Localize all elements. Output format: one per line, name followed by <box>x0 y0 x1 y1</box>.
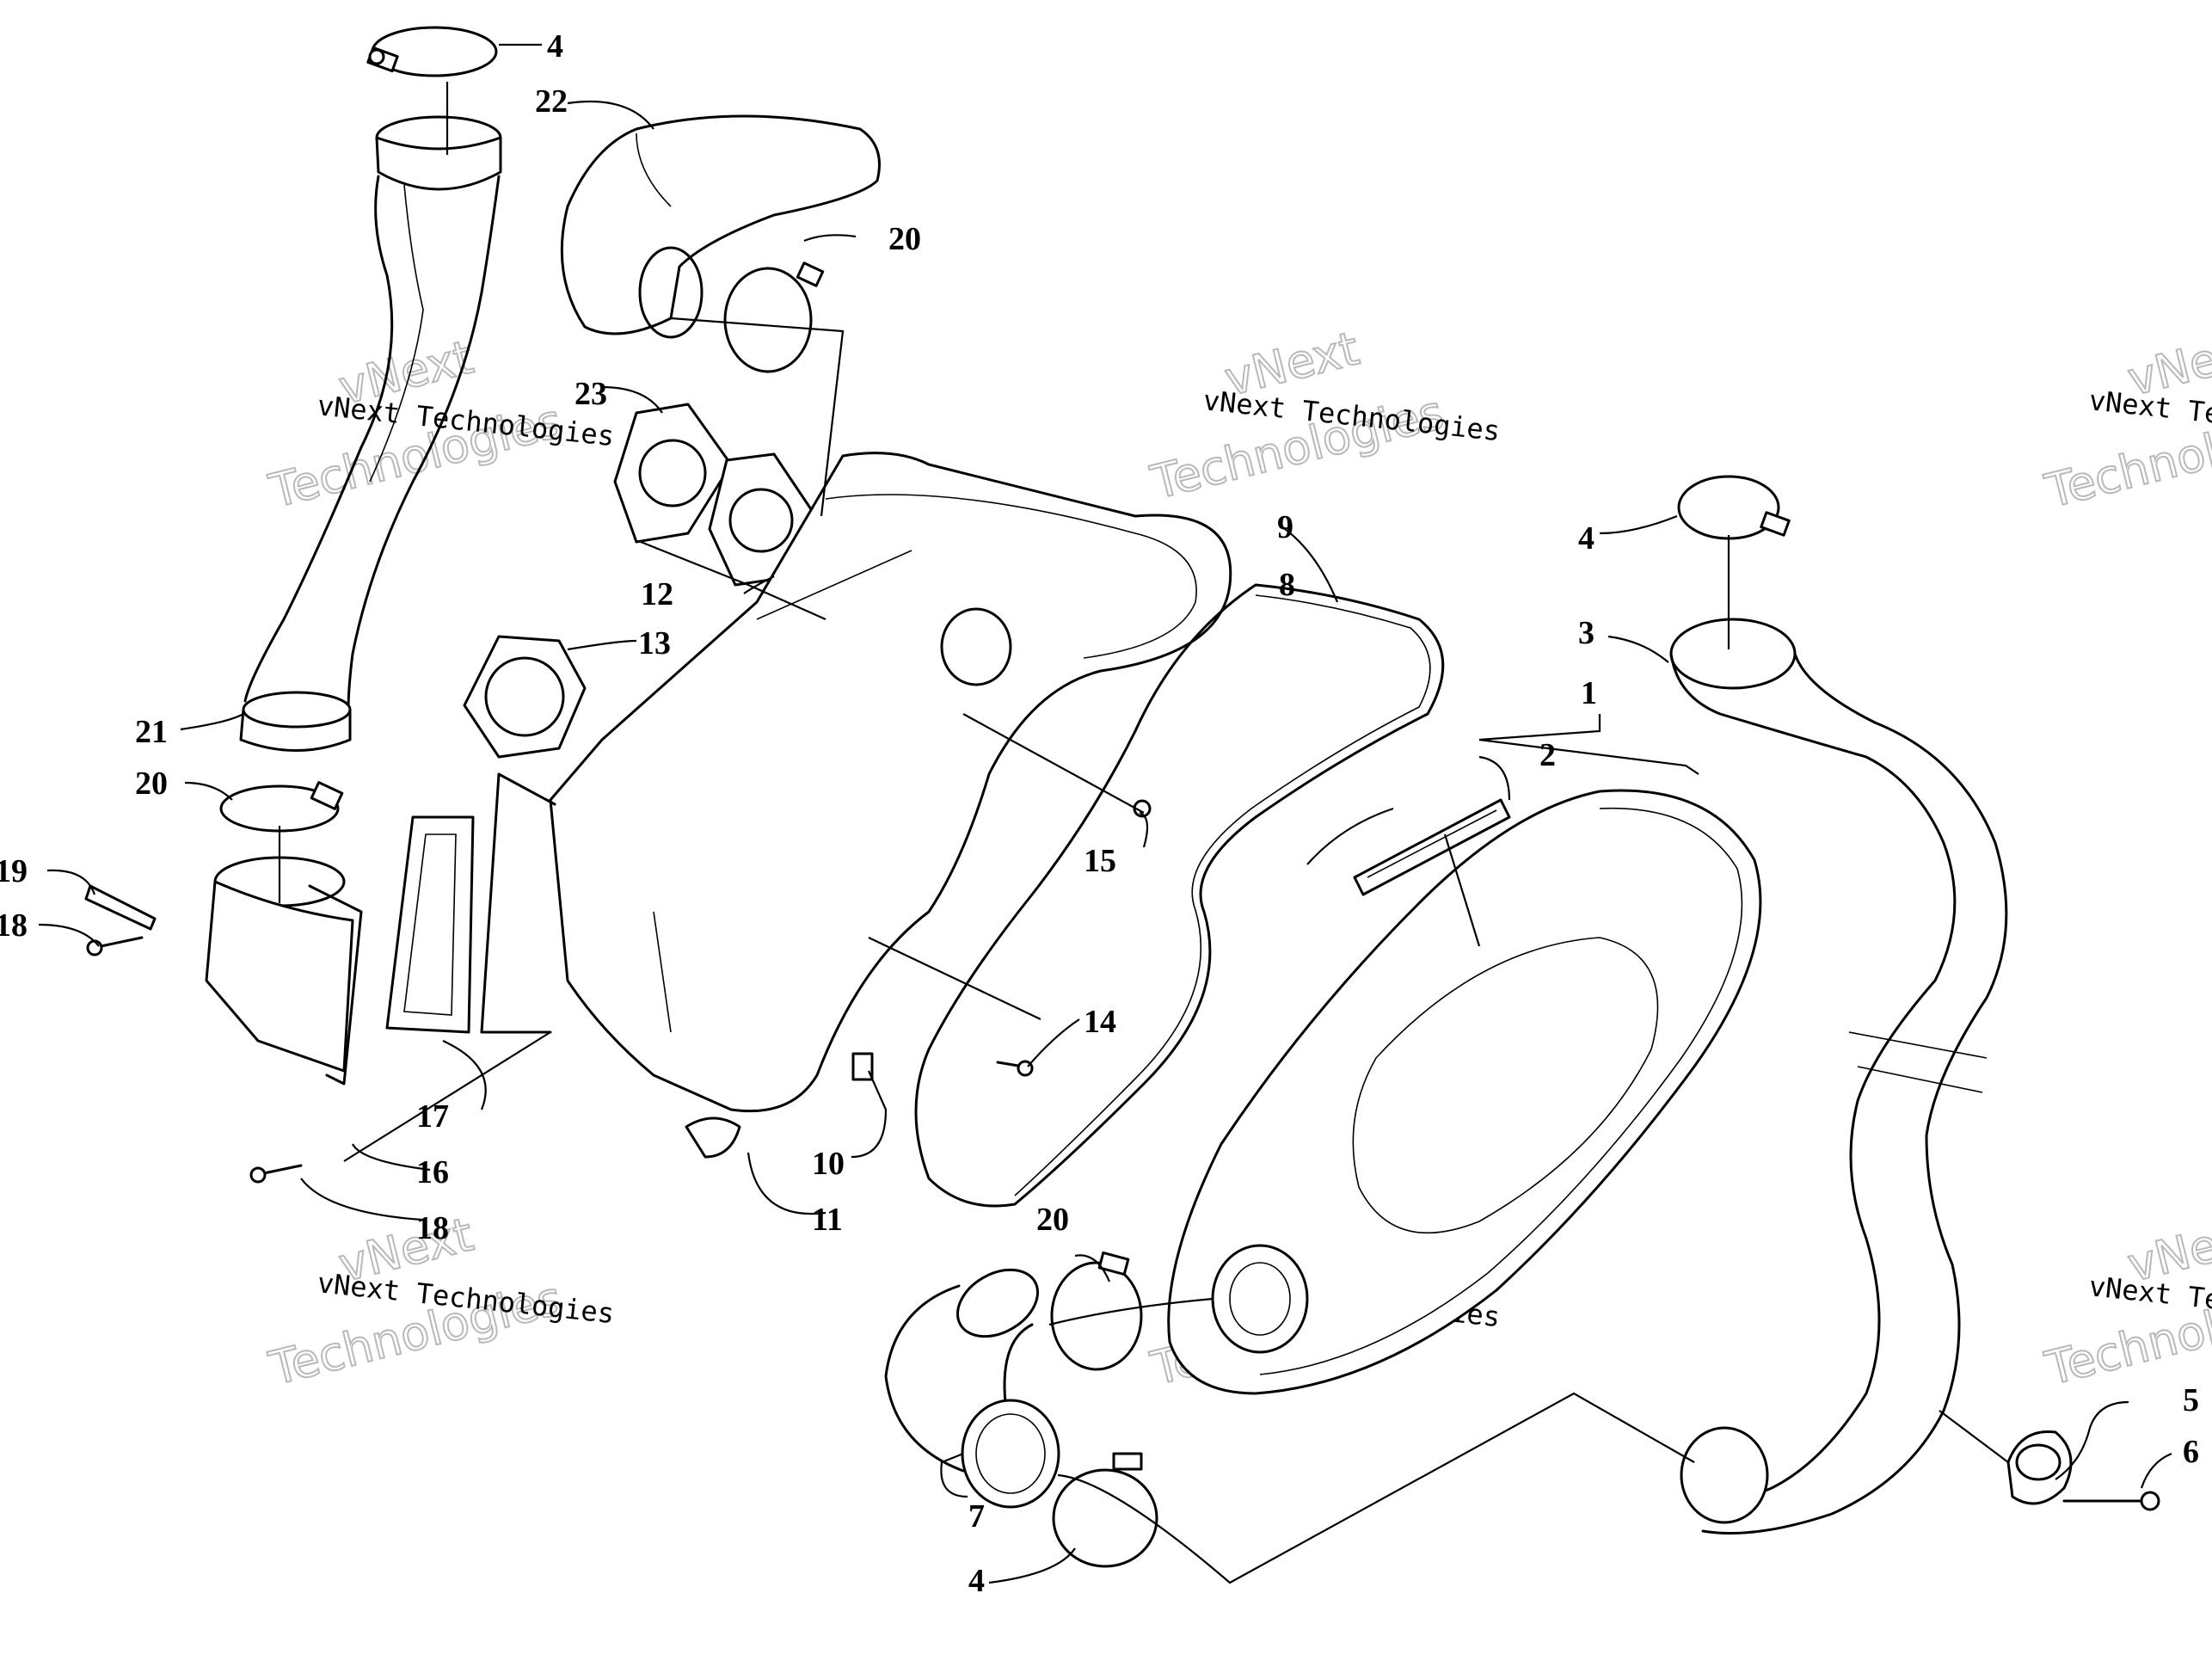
callout-10: 10 <box>812 1146 845 1182</box>
callout-9: 9 <box>1277 509 1293 545</box>
watermark-bottom-right: vNext Technologies vNext Technologies <box>2039 1206 2212 1397</box>
callout-4-bottom: 4 <box>968 1563 985 1599</box>
callout-18-lower: 18 <box>416 1210 449 1246</box>
callout-11: 11 <box>812 1202 843 1238</box>
callout-22: 22 <box>535 83 568 120</box>
callout-20-left: 20 <box>135 766 168 802</box>
callout-21: 21 <box>135 714 168 750</box>
callout-5: 5 <box>2183 1382 2199 1418</box>
callout-23: 23 <box>575 376 607 412</box>
callout-17: 17 <box>416 1098 449 1135</box>
screw-18-upper <box>86 936 144 956</box>
watermark-top-right: vNext Technologies vNext Technologies <box>2039 320 2212 520</box>
leader-lines <box>38 43 2172 1584</box>
callout-3: 3 <box>1578 615 1594 651</box>
callout-13: 13 <box>638 625 671 661</box>
clamp-4-right <box>1677 475 1791 540</box>
decal-2 <box>1353 798 1511 896</box>
screw-18-lower <box>249 1164 303 1184</box>
clamp-20-top <box>723 261 825 373</box>
callout-18-upper: 18 <box>0 907 28 944</box>
clip-11 <box>685 1116 741 1159</box>
intake-16 <box>205 856 363 1086</box>
callout-12: 12 <box>641 576 673 612</box>
callout-2: 2 <box>1539 737 1556 773</box>
callout-7: 7 <box>968 1498 985 1535</box>
seal-8 <box>914 583 1445 1208</box>
callout-19: 19 <box>0 853 28 889</box>
callout-8: 8 <box>1279 567 1295 603</box>
callout-4-right: 4 <box>1578 520 1594 557</box>
screw-6 <box>2062 1491 2160 1511</box>
elbow-duct-22 <box>560 114 881 339</box>
clutch-housing-9 <box>480 452 1232 1113</box>
bracket-5 <box>2006 1430 2073 1505</box>
clamp-20-left <box>219 781 344 833</box>
plug-10 <box>851 1052 874 1081</box>
clamp-20-bottom <box>1050 1251 1143 1371</box>
callout-20-bottom: 20 <box>1036 1202 1069 1238</box>
callout-20-top: 20 <box>888 221 921 257</box>
callout-labels: 4 22 20 23 9 8 12 13 4 3 1 2 21 20 19 18… <box>0 28 2199 1599</box>
intake-duct-21 <box>239 115 502 752</box>
strap-19 <box>84 884 157 931</box>
callout-14: 14 <box>1084 1004 1116 1040</box>
clutch-cover-1 <box>1167 789 1762 1395</box>
watermark-top-center: vNext Technologies vNext Technologies <box>1145 320 1502 511</box>
callout-1: 1 <box>1581 675 1597 711</box>
seal-17 <box>385 815 475 1034</box>
callout-15: 15 <box>1084 843 1116 879</box>
screw-14 <box>996 1060 1034 1077</box>
clamp-4-bottom <box>1052 1452 1158 1568</box>
gasket-13 <box>463 635 587 759</box>
callout-6: 6 <box>2183 1434 2199 1470</box>
gasket-23 <box>613 403 733 544</box>
elbow-7 <box>884 1268 1060 1509</box>
callout-4-top: 4 <box>547 28 563 65</box>
exhaust-duct-3 <box>1669 618 2008 1535</box>
clamp-4-top <box>366 26 498 77</box>
callout-16: 16 <box>416 1154 449 1190</box>
